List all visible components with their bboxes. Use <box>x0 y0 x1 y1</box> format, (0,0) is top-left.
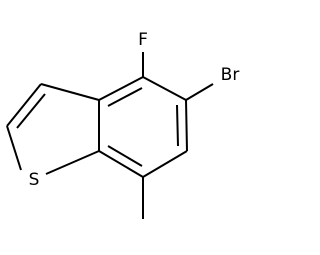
bond-c7-c7a <box>98 150 144 178</box>
bond-c5-c6 <box>185 99 188 152</box>
bond-c3-c2 <box>6 83 42 127</box>
sulfur-label: S <box>29 170 40 190</box>
bond-c7-c7a-inner <box>107 145 143 167</box>
bond-c3a-c3 <box>40 83 100 101</box>
bond-c6-c7 <box>142 150 188 178</box>
bonds <box>6 52 214 219</box>
bond-c3a-c4 <box>98 76 144 101</box>
bond-c5-br <box>185 83 214 101</box>
bond-c5-c6-inner <box>176 104 179 147</box>
molecule-structure: F Br S <box>6 30 240 219</box>
bond-c3a-c4-inner <box>107 87 143 107</box>
bond-c2-s <box>6 125 22 171</box>
bond-c4-c5 <box>142 76 187 101</box>
bond-s-c7a <box>45 150 100 175</box>
atom-labels: F Br S <box>29 30 240 190</box>
bromine-label: Br <box>221 65 240 85</box>
fluorine-label: F <box>138 30 148 50</box>
bond-c3-c2-inner <box>16 93 46 129</box>
